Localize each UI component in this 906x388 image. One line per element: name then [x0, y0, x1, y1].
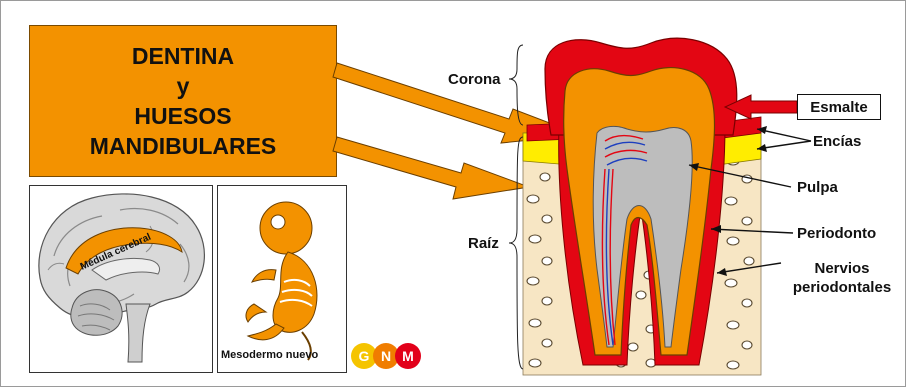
label-periodonto: Periodonto — [797, 225, 876, 242]
label-nervios-line2: periodontales — [783, 278, 901, 297]
label-pulpa: Pulpa — [797, 179, 838, 196]
label-nervios-line1: Nervios — [783, 259, 901, 278]
label-esmalte: Esmalte — [797, 94, 881, 120]
label-corona: Corona — [448, 71, 501, 88]
label-raiz: Raíz — [468, 235, 499, 252]
esmalte-arrow — [725, 95, 797, 119]
label-nervios-periodontales: Nervios periodontales — [783, 259, 901, 297]
label-encias: Encías — [813, 133, 861, 150]
